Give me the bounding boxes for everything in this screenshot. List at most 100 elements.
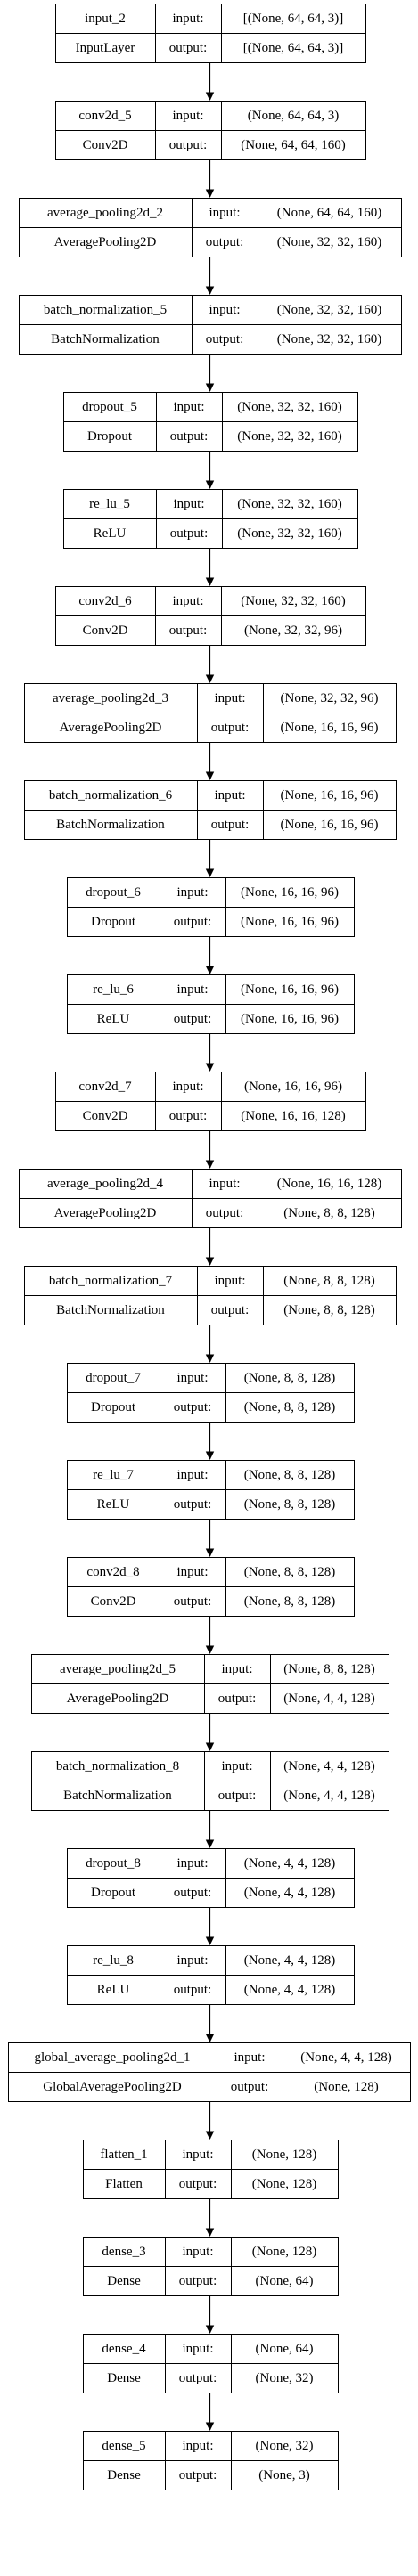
output-label: output:	[170, 429, 209, 444]
input-label: input:	[173, 497, 204, 511]
output-shape: (None, 16, 16, 96)	[241, 915, 339, 929]
layer-node-batch_normalization_5: batch_normalization_5BatchNormalizationi…	[19, 295, 402, 355]
layer-type: Dropout	[91, 1886, 136, 1900]
output-shape: (None, 3)	[258, 2468, 309, 2482]
output-label: output:	[211, 818, 250, 832]
output-label: output:	[218, 1789, 257, 1803]
layer-type: AveragePooling2D	[54, 235, 157, 249]
output-label: output:	[174, 1886, 212, 1900]
input-label: input:	[221, 1759, 252, 1773]
input-label: input:	[172, 1080, 203, 1094]
input-shape: (None, 128)	[252, 2148, 316, 2162]
output-shape: (None, 32, 32, 160)	[237, 429, 341, 444]
layer-name: conv2d_6	[78, 594, 132, 608]
layer-type: ReLU	[97, 1012, 130, 1026]
output-shape: (None, 8, 8, 128)	[283, 1303, 374, 1317]
output-shape: (None, 16, 16, 128)	[241, 1109, 345, 1123]
input-shape: (None, 64)	[256, 2342, 314, 2356]
layer-type: Dense	[107, 2274, 141, 2288]
input-label: input:	[176, 885, 208, 900]
output-label: output:	[179, 2274, 217, 2288]
output-label: output:	[169, 1109, 208, 1123]
layer-type: ReLU	[97, 1497, 130, 1512]
layer-type: Dense	[107, 2371, 141, 2385]
input-label: input:	[172, 12, 203, 26]
layer-type: Dense	[107, 2468, 141, 2482]
output-shape: (None, 16, 16, 96)	[281, 721, 379, 735]
layer-name: re_lu_6	[93, 982, 134, 997]
input-shape: (None, 16, 16, 96)	[241, 885, 339, 900]
output-shape: (None, 128)	[314, 2080, 378, 2094]
output-label: output:	[206, 235, 244, 249]
input-shape: (None, 32, 32, 160)	[237, 400, 341, 414]
input-label: input:	[176, 1565, 208, 1579]
layer-type: ReLU	[94, 526, 127, 541]
output-label: output:	[218, 1692, 257, 1706]
output-label: output:	[174, 1497, 212, 1512]
layer-name: batch_normalization_6	[49, 788, 173, 803]
input-shape: (None, 64, 64, 160)	[277, 206, 381, 220]
input-shape: (None, 8, 8, 128)	[244, 1371, 335, 1385]
input-shape: (None, 4, 4, 128)	[300, 2050, 391, 2065]
input-label: input:	[182, 2342, 213, 2356]
input-label: input:	[209, 206, 240, 220]
layer-type: GlobalAveragePooling2D	[43, 2080, 182, 2094]
layer-type: ReLU	[97, 1983, 130, 1997]
layer-name: batch_normalization_7	[49, 1274, 173, 1288]
output-label: output:	[206, 1206, 244, 1220]
layer-name: re_lu_8	[93, 1953, 134, 1968]
input-shape: (None, 16, 16, 96)	[244, 1080, 342, 1094]
input-label: input:	[182, 2439, 213, 2453]
layer-name: flatten_1	[100, 2148, 147, 2162]
input-label: input:	[209, 1177, 240, 1191]
layer-type: AveragePooling2D	[54, 1206, 157, 1220]
layer-name: batch_normalization_8	[56, 1759, 179, 1773]
layer-name: conv2d_7	[78, 1080, 132, 1094]
input-shape: (None, 64, 64, 3)	[248, 109, 339, 123]
input-shape: (None, 32, 32, 160)	[241, 594, 345, 608]
output-shape: (None, 128)	[252, 2177, 316, 2191]
input-label: input:	[176, 1856, 208, 1871]
output-label: output:	[211, 721, 250, 735]
output-shape: (None, 32, 32, 96)	[244, 624, 342, 638]
input-shape: (None, 32, 32, 96)	[281, 691, 379, 705]
layer-node-batch_normalization_8: batch_normalization_8BatchNormalizationi…	[31, 1751, 389, 1811]
layer-name: dropout_6	[86, 885, 141, 900]
layer-name: global_average_pooling2d_1	[35, 2050, 191, 2065]
output-label: output:	[169, 624, 208, 638]
layer-type: Conv2D	[83, 138, 128, 152]
output-shape: (None, 4, 4, 128)	[283, 1692, 374, 1706]
output-shape: (None, 4, 4, 128)	[244, 1983, 335, 1997]
input-label: input:	[234, 2050, 265, 2065]
layer-type: AveragePooling2D	[60, 721, 162, 735]
input-shape: (None, 4, 4, 128)	[244, 1953, 335, 1968]
layer-name: conv2d_8	[86, 1565, 139, 1579]
layer-type: BatchNormalization	[56, 1303, 165, 1317]
input-label: input:	[176, 1953, 208, 1968]
output-shape: (None, 64)	[256, 2274, 314, 2288]
layer-type: InputLayer	[76, 41, 135, 55]
input-shape: (None, 8, 8, 128)	[283, 1274, 374, 1288]
layer-name: conv2d_5	[78, 109, 131, 123]
layer-name: dense_4	[102, 2342, 146, 2356]
output-shape: (None, 32, 32, 160)	[277, 235, 381, 249]
input-label: input:	[176, 1371, 208, 1385]
layer-type: Conv2D	[83, 624, 128, 638]
output-shape: [(None, 64, 64, 3)]	[243, 41, 343, 55]
layer-type: Dropout	[87, 429, 133, 444]
output-label: output:	[169, 138, 208, 152]
input-shape: (None, 8, 8, 128)	[283, 1662, 374, 1676]
input-shape: (None, 4, 4, 128)	[283, 1759, 374, 1773]
layer-name: re_lu_5	[89, 497, 130, 511]
output-label: output:	[179, 2371, 217, 2385]
output-label: output:	[206, 332, 244, 346]
